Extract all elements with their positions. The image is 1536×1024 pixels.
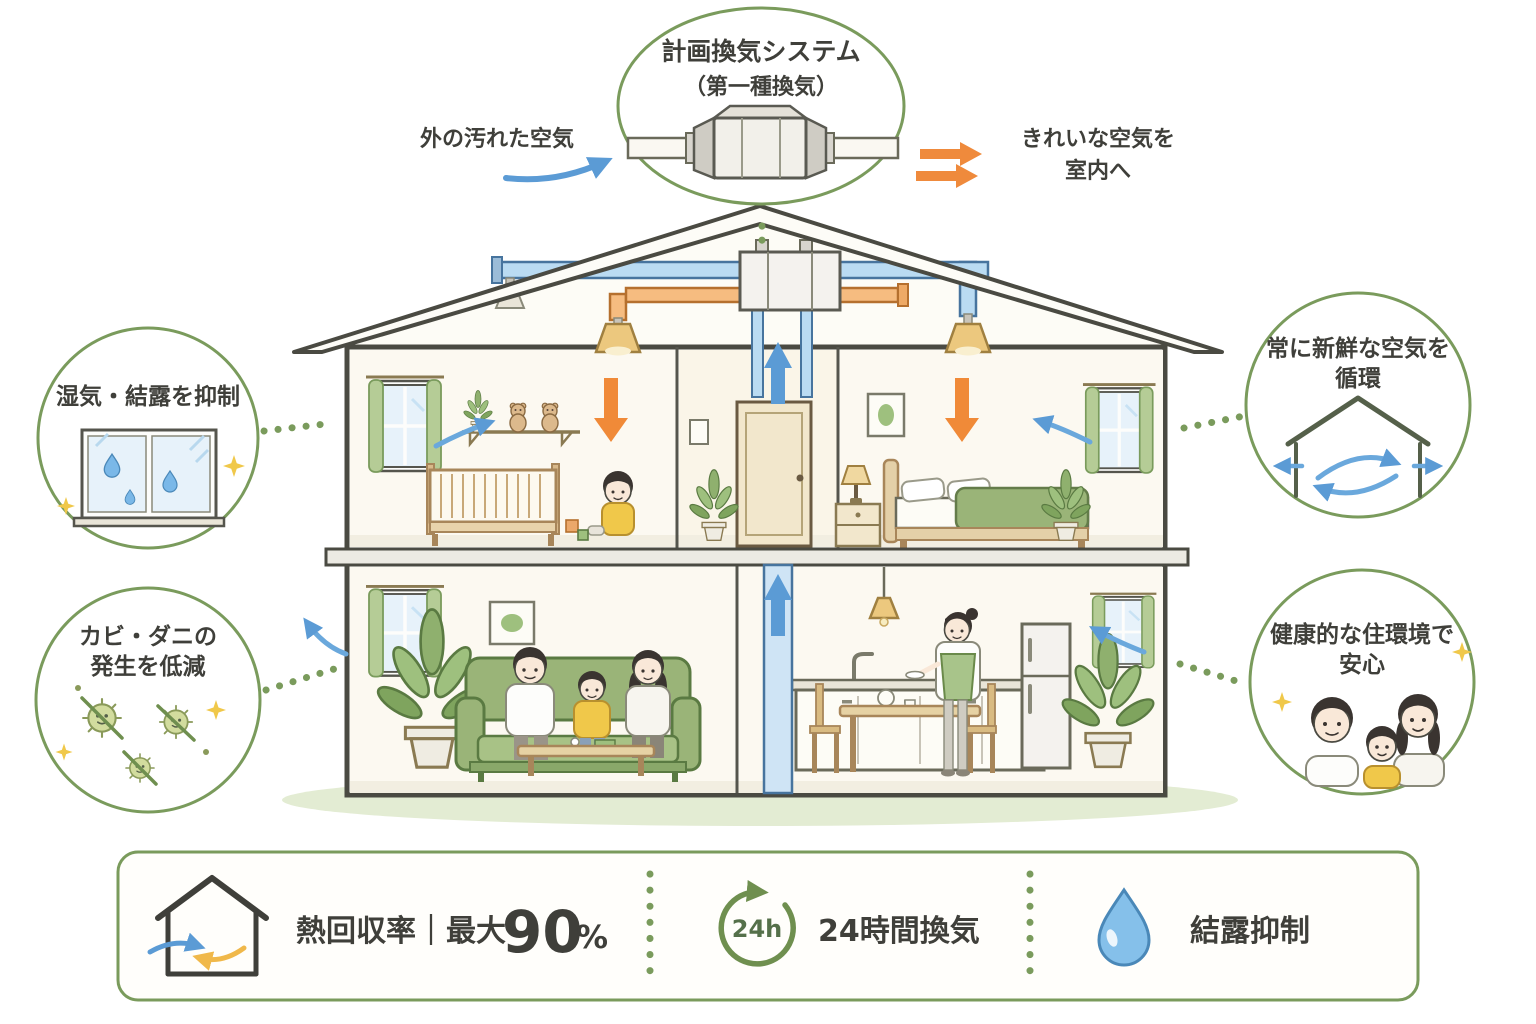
child [573, 671, 611, 756]
heat-recovery-label: 熱回収率｜最大 [296, 914, 506, 949]
badge-24h: 24h [732, 915, 782, 943]
room-kitchen [790, 567, 1159, 777]
ceiling-lamp-left-icon [594, 317, 642, 356]
floor-divider [324, 547, 1190, 567]
dotted-connector [1180, 412, 1248, 432]
callout-humidity: 湿気・結露を抑制 [36, 326, 338, 550]
dining-table [809, 683, 997, 773]
attic-heat-exchanger-icon [738, 239, 842, 312]
exhaust-duct-left [624, 286, 742, 304]
mold-title-line2: 発生を低減 [90, 654, 206, 680]
window-airflow-arrow [1088, 626, 1147, 655]
feature-bar-frame [116, 850, 1420, 1002]
small-frame [689, 419, 709, 445]
clean-air-label-line1: きれいな空気を [1021, 126, 1175, 152]
callout-bubble [1248, 568, 1476, 796]
airflow-arrows [303, 342, 1147, 657]
exterior-airflow-arrow [303, 617, 349, 657]
woman-cooking [905, 608, 981, 777]
toy-block [577, 529, 589, 541]
refrigerator [1020, 622, 1072, 770]
pendant-lamp-icon [868, 567, 900, 627]
dotted-connector [260, 419, 338, 435]
first-floor-duct [762, 563, 794, 795]
clean-air-label-line2: 室内へ [1065, 158, 1131, 184]
ceiling-lamp-right-icon [944, 313, 992, 356]
ventilation-label: 24時間換気 [818, 914, 980, 949]
callout-bubble [34, 586, 262, 814]
room-living [372, 600, 702, 782]
dotted-connector [262, 662, 348, 694]
condensation-label: 結露抑制 [1190, 914, 1310, 949]
window-bedroom [1081, 382, 1158, 475]
air-circulation-house-icon [1272, 395, 1444, 502]
callout-healthy: 健康的な住環境で 安心 [1176, 568, 1476, 796]
heat-recovery-unit: % [576, 918, 608, 956]
healthy-title-line2: 安心 [1339, 651, 1385, 678]
nightstand [834, 502, 882, 548]
mold-title-line1: カビ・ダニの [79, 623, 217, 650]
callout-circulation: 常に新鮮な空気を 循環 [1180, 291, 1472, 519]
window-airflow-arrow [1032, 415, 1093, 445]
heat-recovery-house-icon [147, 875, 269, 977]
family-icon [1305, 694, 1445, 789]
exhaust-duct-right [838, 286, 900, 304]
circulation-title-line1: 常に新鮮な空気を [1266, 335, 1450, 362]
window-airflow-arrow [433, 417, 496, 449]
callout-bubble [1244, 291, 1472, 519]
toy-block [565, 519, 579, 533]
condensation-window-icon [72, 428, 226, 528]
system-title-line1: 計画換気システム [661, 37, 860, 66]
callout-mold: カビ・ダニの 発生を低減 [34, 586, 348, 814]
heat-exchanger-unit-icon [626, 104, 900, 180]
crib [426, 463, 560, 546]
teddy-bear-icon [541, 402, 559, 433]
room-bedroom [834, 392, 1093, 550]
teddy-bear-icon [509, 402, 527, 433]
dirty-air-arrow [503, 157, 613, 183]
coffee-table [516, 737, 656, 776]
dirty-air-label: 外の汚れた空気 [420, 126, 574, 152]
water-drop-icon [1097, 887, 1151, 967]
door [735, 400, 813, 548]
child-sitting [587, 471, 635, 536]
top-callout: 計画換気システム （第一種換気） 外の汚れた空気 きれいな空気を 室内へ [420, 6, 1175, 254]
return-up-arrow-hallway [764, 342, 792, 404]
table-lamp-icon [840, 465, 872, 504]
mold-mites-icon [75, 685, 209, 786]
supply-down-arrow-left [594, 378, 628, 442]
window-nursery [364, 375, 446, 474]
room-hallway [687, 400, 813, 548]
clean-air-arrows-icon [916, 142, 982, 188]
bottom-feature-bar: 熱回収率｜最大 90 % 24h 24時間換気 結露抑制 [116, 850, 1420, 1002]
airflow-up-arrow [764, 574, 792, 600]
dotted-connector [1176, 660, 1250, 688]
healthy-title-line1: 健康的な住環境で [1270, 621, 1454, 648]
roof [292, 204, 1224, 354]
heat-recovery-value: 90 [502, 898, 583, 966]
24h-circle-arrow-icon: 24h [718, 880, 796, 967]
circulation-title-line2: 循環 [1335, 365, 1382, 392]
door-knob [796, 474, 804, 482]
system-title-line2: （第一種換気） [684, 74, 838, 100]
supply-down-arrow-right [945, 378, 979, 442]
humidity-title: 湿気・結露を抑制 [56, 383, 240, 410]
